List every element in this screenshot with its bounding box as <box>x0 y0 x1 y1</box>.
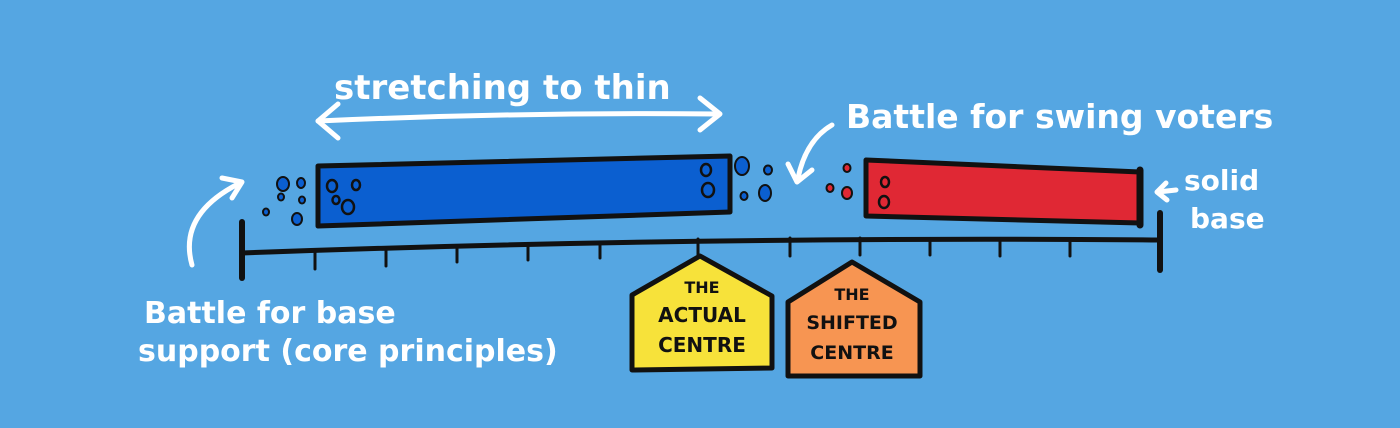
house-actual-centre: THE ACTUAL CENTRE <box>629 253 775 373</box>
red-party-bar <box>863 157 1144 229</box>
swing-voters-label: Battle for swing voters <box>846 97 1273 136</box>
base-support-arrow <box>186 175 245 268</box>
blue-bar-bubbles <box>325 162 716 216</box>
solid-base-label-line2: base <box>1190 202 1265 235</box>
house-shifted-line1: THE <box>834 285 869 304</box>
base-support-label-line2: support (core principles) <box>138 334 558 369</box>
solid-base-label-line1: solid <box>1184 164 1259 197</box>
house-shifted-line2: SHIFTED <box>806 312 897 334</box>
axis-ticks <box>313 236 1072 271</box>
house-actual-line1: THE <box>684 278 719 297</box>
voter-dots-swing-blue <box>734 156 773 202</box>
voter-dots-swing-red <box>825 163 853 200</box>
house-shifted-centre: THE SHIFTED CENTRE <box>785 259 923 379</box>
red-bar-bubbles <box>877 175 891 210</box>
solid-base-arrow <box>1154 180 1179 203</box>
house-actual-line2: ACTUAL <box>658 303 746 327</box>
base-support-label-line1: Battle for base <box>144 296 396 331</box>
spectrum-axis <box>239 210 1163 281</box>
house-actual-line3: CENTRE <box>658 333 746 357</box>
stretch-double-arrow <box>315 95 723 141</box>
house-shifted-line3: CENTRE <box>810 342 893 364</box>
voter-dots-left <box>262 176 306 226</box>
stretching-label: stretching to thin <box>334 68 671 108</box>
swing-arrow <box>785 122 835 185</box>
blue-party-bar <box>315 153 733 229</box>
